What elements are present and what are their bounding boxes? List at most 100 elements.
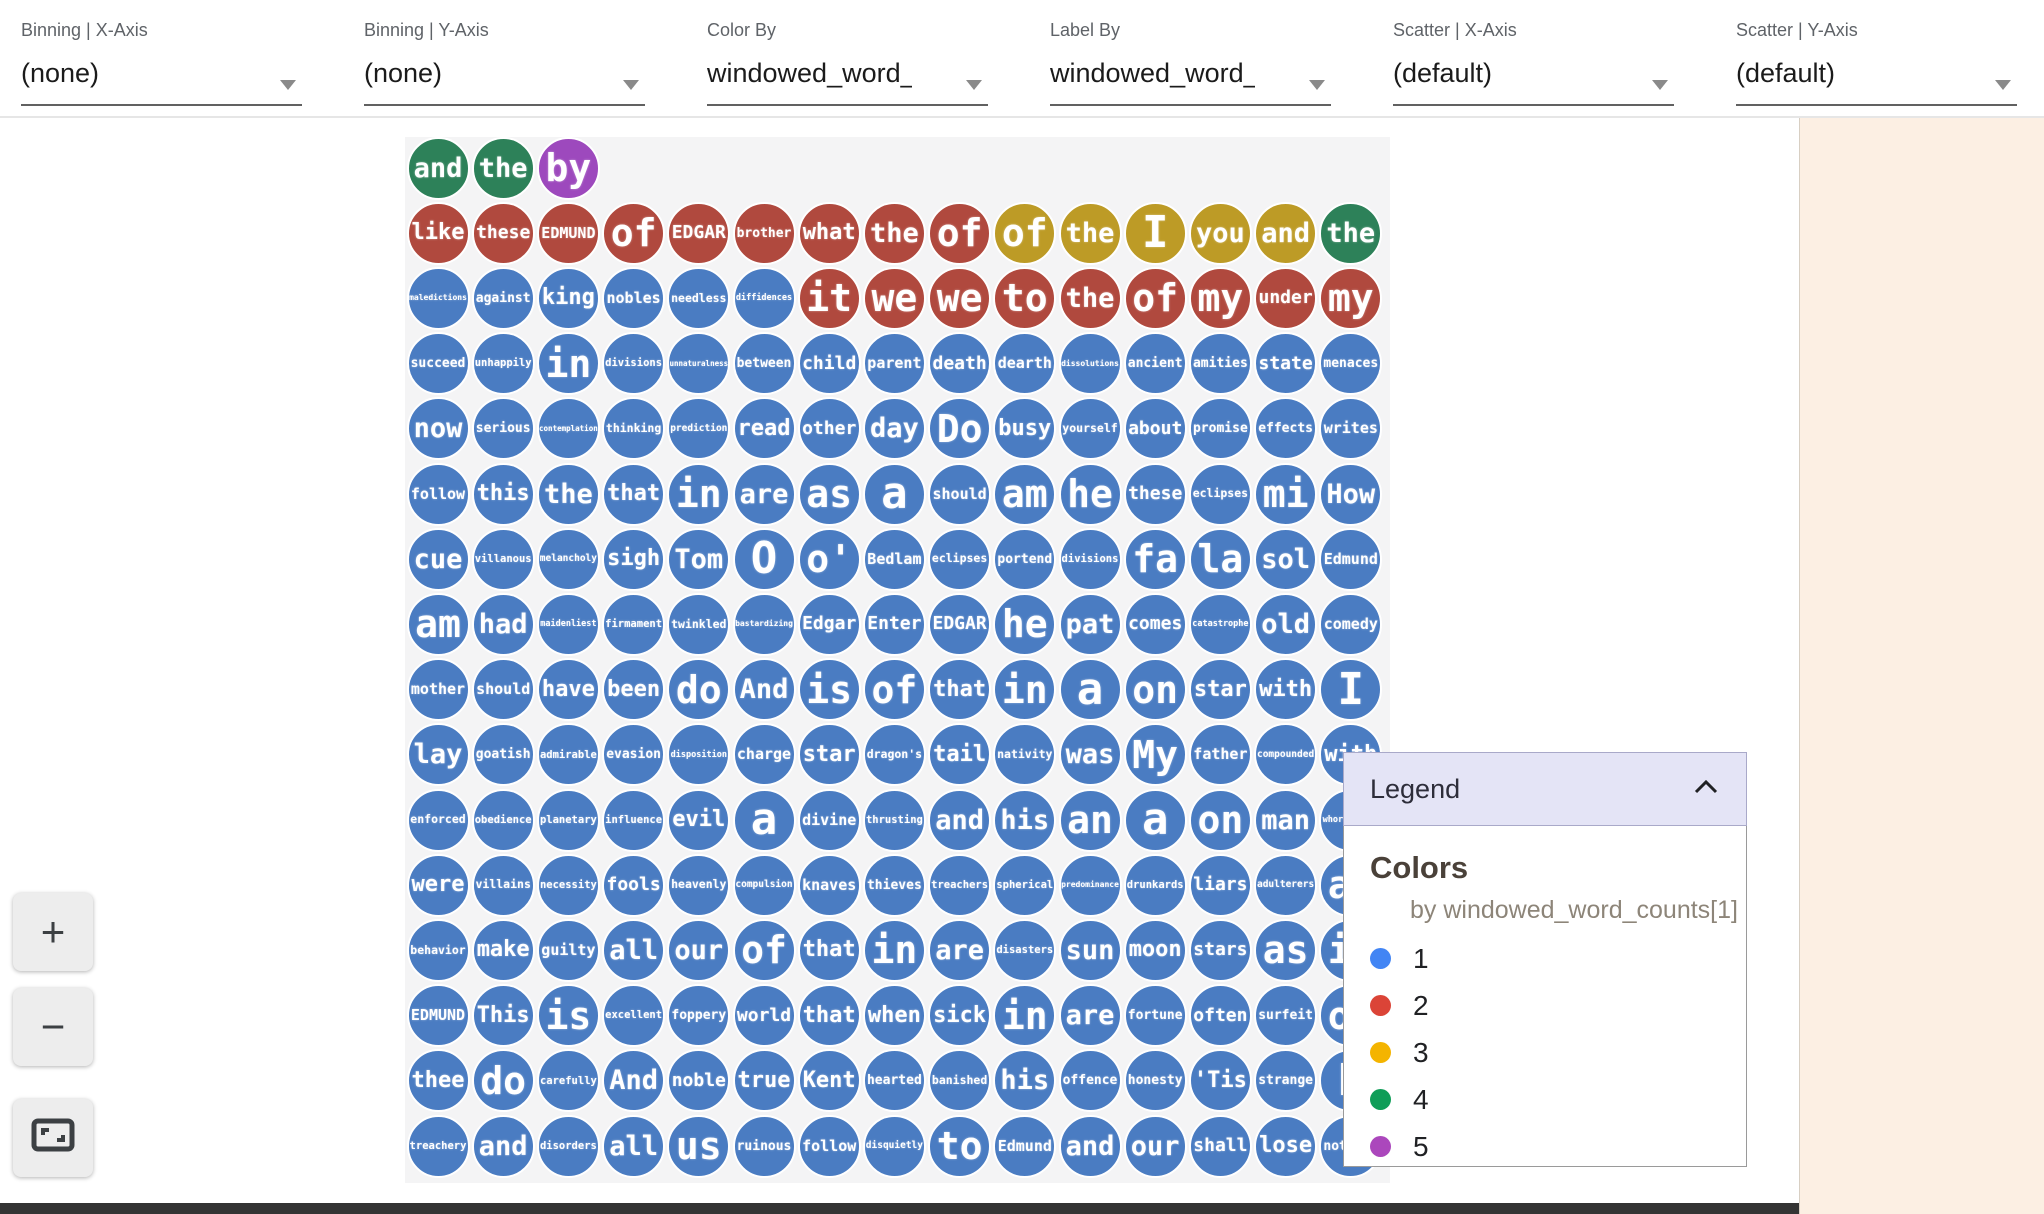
word-bubble[interactable]: noble (667, 1049, 731, 1113)
word-bubble[interactable]: we (862, 266, 926, 330)
word-bubble[interactable]: are (732, 462, 796, 526)
word-bubble[interactable]: cue (406, 527, 470, 591)
word-bubble[interactable]: obedience (471, 788, 535, 852)
word-bubble[interactable]: sun (1058, 918, 1122, 982)
word-bubble[interactable]: do (667, 658, 731, 722)
word-bubble[interactable]: excellent (602, 984, 666, 1048)
word-bubble[interactable]: a (1123, 788, 1187, 852)
word-bubble[interactable]: treachery (406, 1114, 470, 1178)
word-bubble[interactable]: world (732, 984, 796, 1048)
word-bubble[interactable]: an (1058, 788, 1122, 852)
word-bubble[interactable]: EDMUND (406, 984, 470, 1048)
word-bubble[interactable]: And (602, 1049, 666, 1113)
word-bubble[interactable]: a (1058, 658, 1122, 722)
word-bubble[interactable]: la (1188, 527, 1252, 591)
word-bubble[interactable]: writes (1319, 397, 1383, 461)
word-bubble[interactable]: been (602, 658, 666, 722)
word-bubble[interactable]: My (1123, 723, 1187, 787)
word-bubble[interactable]: Do (928, 397, 992, 461)
word-bubble[interactable]: Kent (797, 1049, 861, 1113)
word-bubble[interactable]: between (732, 332, 796, 396)
word-bubble[interactable]: of (1123, 266, 1187, 330)
zoom-in-button[interactable]: + (13, 893, 93, 971)
fit-to-screen-button[interactable] (13, 1099, 93, 1177)
word-bubble[interactable]: I (1123, 201, 1187, 265)
word-bubble[interactable]: that (602, 462, 666, 526)
word-bubble[interactable]: follow (406, 462, 470, 526)
word-bubble[interactable]: is (536, 984, 600, 1048)
word-bubble[interactable]: fortune (1123, 984, 1187, 1048)
word-bubble[interactable]: shall (1188, 1114, 1252, 1178)
word-bubble[interactable]: of (862, 658, 926, 722)
word-bubble[interactable]: should (928, 462, 992, 526)
word-bubble[interactable]: we (928, 266, 992, 330)
word-bubble[interactable]: follow (797, 1114, 861, 1178)
zoom-out-button[interactable]: − (13, 988, 93, 1066)
legend-header[interactable]: Legend (1343, 752, 1747, 826)
word-bubble[interactable]: these (471, 201, 535, 265)
word-bubble[interactable]: tail (928, 723, 992, 787)
word-bubble[interactable]: Tom (667, 527, 731, 591)
word-bubble[interactable]: death (928, 332, 992, 396)
word-bubble[interactable]: behavior (406, 918, 470, 982)
word-bubble[interactable]: drunkards (1123, 853, 1187, 917)
word-bubble[interactable]: fools (602, 853, 666, 917)
word-bubble[interactable]: a (732, 788, 796, 852)
word-bubble[interactable]: and (1254, 201, 1318, 265)
word-bubble[interactable]: against (471, 266, 535, 330)
word-bubble[interactable]: he (1058, 462, 1122, 526)
word-bubble[interactable]: liars (1188, 853, 1252, 917)
word-bubble[interactable]: This (471, 984, 535, 1048)
word-bubble[interactable]: disposition (667, 723, 731, 787)
word-bubble[interactable]: portend (993, 527, 1057, 591)
word-bubble[interactable]: goatish (471, 723, 535, 787)
word-bubble[interactable]: catastrophe (1188, 592, 1252, 656)
word-bubble[interactable]: he (993, 592, 1057, 656)
word-bubble[interactable]: were (406, 853, 470, 917)
word-bubble[interactable]: now (406, 397, 470, 461)
word-bubble[interactable]: prediction (667, 397, 731, 461)
word-bubble[interactable]: sick (928, 984, 992, 1048)
word-bubble[interactable]: to (928, 1114, 992, 1178)
color-by-dropdown[interactable]: Color By windowed_word_counts (707, 14, 988, 106)
word-bubble[interactable]: knaves (797, 853, 861, 917)
word-bubble[interactable]: maidenliest (536, 592, 600, 656)
word-bubble[interactable]: his (993, 1049, 1057, 1113)
word-bubble[interactable]: on (1188, 788, 1252, 852)
word-bubble[interactable]: bastardizing (732, 592, 796, 656)
word-bubble[interactable]: a (862, 462, 926, 526)
word-bubble[interactable]: state (1254, 332, 1318, 396)
word-bubble[interactable]: heavenly (667, 853, 731, 917)
word-bubble[interactable]: mother (406, 658, 470, 722)
word-bubble[interactable]: villains (471, 853, 535, 917)
word-bubble[interactable]: O (732, 527, 796, 591)
word-bubble[interactable]: eclipses (1188, 462, 1252, 526)
word-bubble[interactable]: and (1058, 1114, 1122, 1178)
word-bubble[interactable]: Edgar (797, 592, 861, 656)
word-bubble[interactable]: the (536, 462, 600, 526)
word-bubble[interactable]: his (993, 788, 1057, 852)
word-bubble[interactable]: my (1188, 266, 1252, 330)
word-bubble[interactable]: disasters (993, 918, 1057, 982)
word-bubble[interactable]: o' (797, 527, 861, 591)
word-bubble[interactable]: spherical (993, 853, 1057, 917)
word-bubble[interactable]: old (1254, 592, 1318, 656)
legend-entry[interactable]: 2 (1370, 990, 1746, 1021)
word-bubble[interactable]: brother (732, 201, 796, 265)
word-bubble[interactable]: needless (667, 266, 731, 330)
scatter-x-axis-dropdown[interactable]: Scatter | X-Axis (default) (1393, 14, 1674, 106)
word-bubble[interactable]: compounded (1254, 723, 1318, 787)
word-bubble[interactable]: in (536, 332, 600, 396)
word-bubble[interactable]: like (406, 201, 470, 265)
word-bubble[interactable]: guilty (536, 918, 600, 982)
word-bubble[interactable]: fa (1123, 527, 1187, 591)
word-bubble[interactable]: as (797, 462, 861, 526)
word-bubble[interactable]: hearted (862, 1049, 926, 1113)
word-bubble[interactable]: foppery (667, 984, 731, 1048)
word-bubble[interactable]: divisions (602, 332, 666, 396)
word-bubble[interactable]: child (797, 332, 861, 396)
word-bubble[interactable]: day (862, 397, 926, 461)
word-bubble[interactable]: villanous (471, 527, 535, 591)
label-by-dropdown[interactable]: Label By windowed_word_counts (1050, 14, 1331, 106)
word-bubble[interactable]: father (1188, 723, 1252, 787)
